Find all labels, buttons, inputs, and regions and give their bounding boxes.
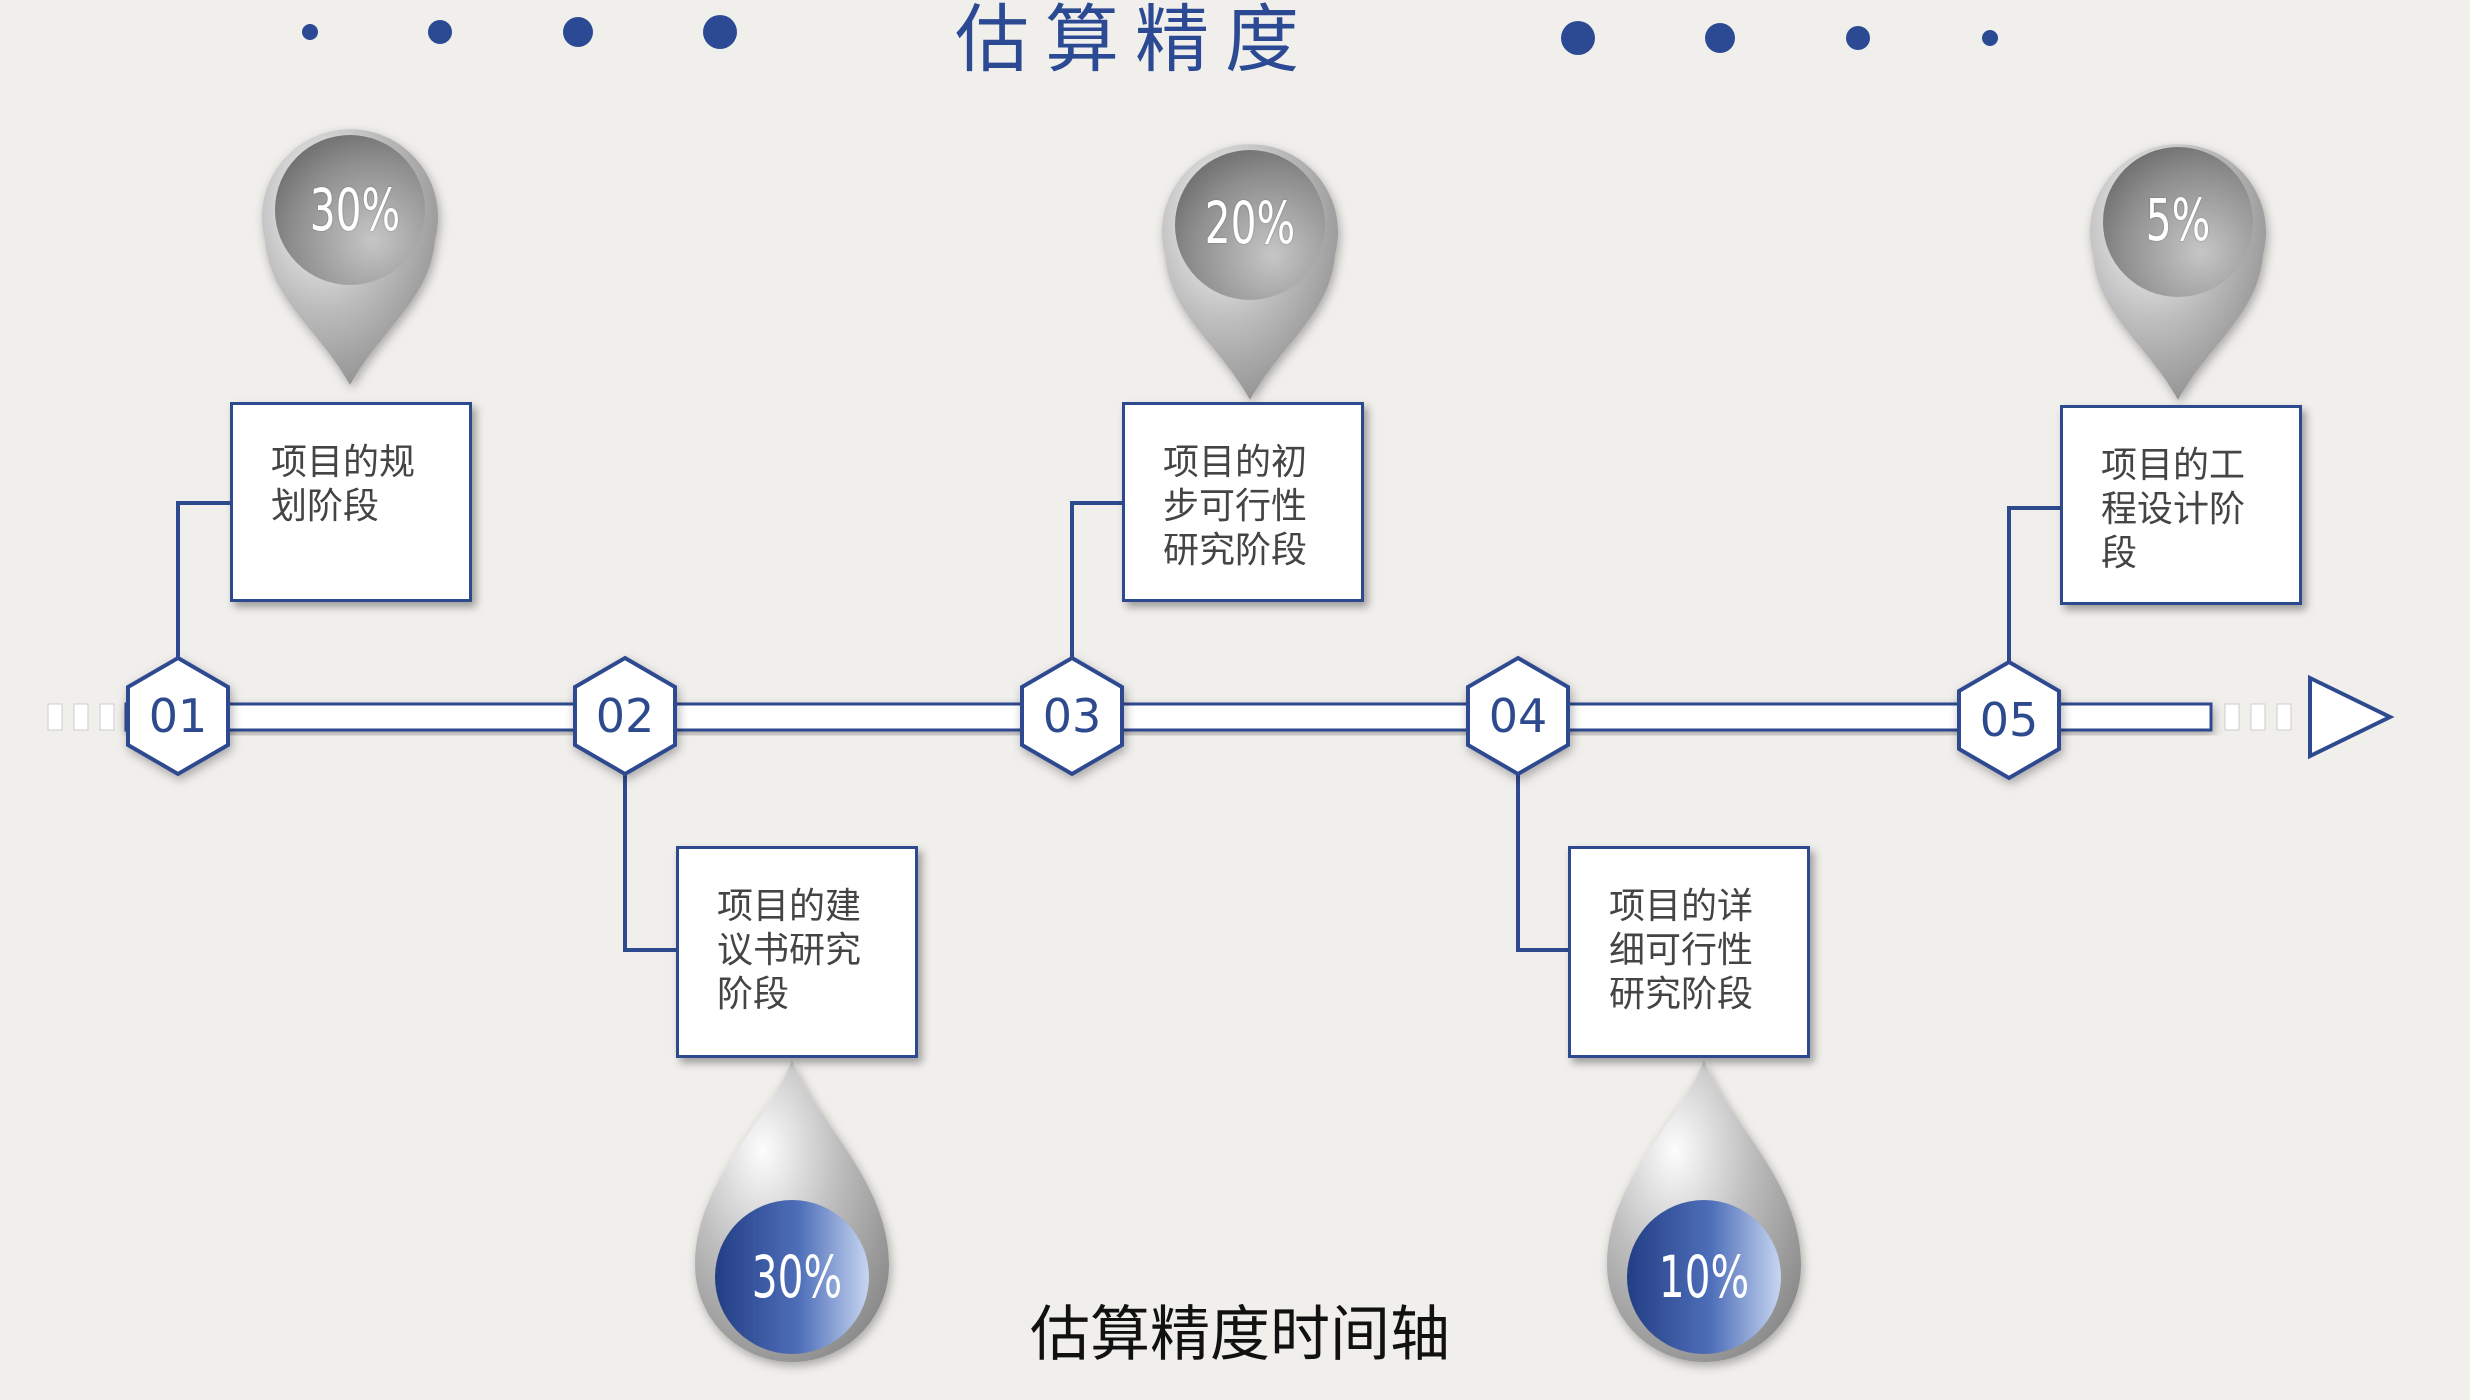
accuracy-value-05: 5% (2145, 186, 2211, 254)
stage-number-04: 04 (1488, 689, 1548, 743)
timeline-bar (47, 702, 2292, 732)
accuracy-value-03: 20% (1204, 189, 1296, 257)
stage-hexagon-03 (1020, 655, 1124, 777)
page-title: 估算精度 (955, 0, 1315, 83)
stage-number-05: 05 (1979, 693, 2039, 747)
stage-hexagon-05 (1957, 659, 2061, 781)
stage-number-02: 02 (595, 689, 655, 743)
accuracy-drop-02 (695, 1060, 889, 1362)
accuracy-pin-05 (2090, 144, 2266, 400)
accuracy-value-01: 30% (309, 176, 401, 244)
stage-number-03: 03 (1042, 689, 1102, 743)
diagram-caption: 估算精度时间轴 (1030, 1300, 1450, 1370)
stage-hexagon-01 (126, 655, 230, 777)
stage-card-01: 项目的规划阶段 (230, 402, 472, 602)
arrow-head-icon (2308, 674, 2395, 760)
decorative-dots-right (1561, 21, 1998, 55)
stage-card-02: 项目的建议书研究阶段 (676, 846, 918, 1058)
accuracy-pin-03 (1162, 144, 1338, 400)
stage-hexagon-04 (1466, 655, 1570, 777)
accuracy-value-02: 30% (751, 1243, 843, 1311)
stage-number-01: 01 (148, 689, 208, 743)
connector-lines (176, 501, 2062, 952)
stage-hexagon-02 (573, 655, 677, 777)
accuracy-drop-04 (1607, 1060, 1801, 1362)
stage-card-05: 项目的工程设计阶段 (2060, 405, 2302, 605)
stage-card-04: 项目的详细可行性研究阶段 (1568, 846, 1810, 1058)
accuracy-pin-01 (262, 129, 439, 385)
decorative-dots-left (302, 15, 737, 49)
stage-card-03: 项目的初步可行性研究阶段 (1122, 402, 1364, 602)
accuracy-value-04: 10% (1658, 1243, 1750, 1311)
